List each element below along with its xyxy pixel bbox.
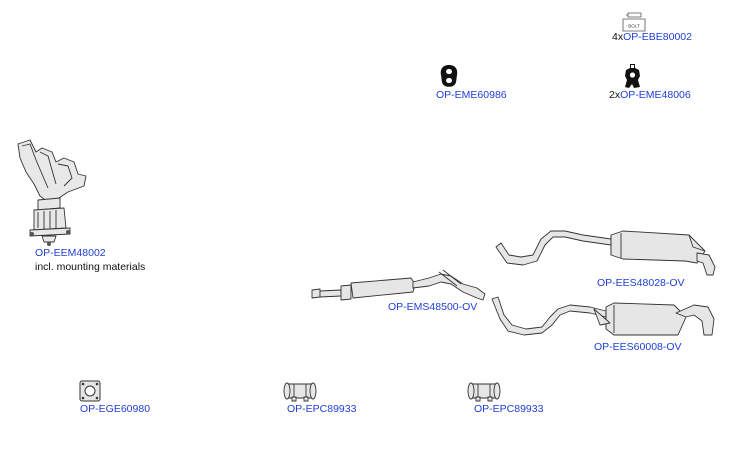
rear-box-2-code-link[interactable]: OP-EES60008-OV <box>594 341 682 353</box>
hanger-a-code-link[interactable]: OP-EME60986 <box>436 89 507 101</box>
bolt-qty: 4x <box>612 31 624 43</box>
bolt-label: 4xOP-EBE80002 <box>612 31 692 43</box>
clamp-1-code-link[interactable]: OP-EPC89933 <box>287 403 357 415</box>
hanger-b-label: 2xOP-EME48006 <box>609 89 691 101</box>
pipe-clamp-icon[interactable] <box>466 380 502 402</box>
hanger-b-qty: 2x <box>609 89 621 101</box>
clamp-2-label: OP-EPC89933 <box>474 403 543 415</box>
rubber-hanger-icon[interactable] <box>624 63 641 89</box>
bolt-icon[interactable]: BOLT <box>622 11 646 33</box>
pipe-clamp-icon[interactable] <box>282 380 318 402</box>
rear-silencer-icon[interactable] <box>493 225 718 277</box>
gasket-icon[interactable] <box>79 380 101 402</box>
middle-pipe-label: OP-EMS48500-OV <box>388 301 477 313</box>
gasket-label: OP-EGE60980 <box>80 403 150 415</box>
bolt-icon-text: BOLT <box>628 24 640 29</box>
middle-silencer-icon[interactable] <box>311 268 491 304</box>
bolt-code-link[interactable]: OP-EBE80002 <box>623 31 692 43</box>
rear-box-1-label: OP-EES48028-OV <box>597 277 685 289</box>
hanger-a-label: OP-EME60986 <box>436 89 507 101</box>
manifold-code-link[interactable]: OP-EEM48002 <box>35 247 106 259</box>
clamp-2-code-link[interactable]: OP-EPC89933 <box>474 403 544 415</box>
rear-box-2-label: OP-EES60008-OV <box>594 341 682 353</box>
manifold-label: OP-EEM48002 <box>35 247 106 259</box>
rubber-hanger-icon[interactable] <box>439 64 459 88</box>
rear-box-1-code-link[interactable]: OP-EES48028-OV <box>597 277 685 289</box>
rear-silencer-icon[interactable] <box>490 295 720 347</box>
gasket-code-link[interactable]: OP-EGE60980 <box>80 403 151 415</box>
middle-pipe-code-link[interactable]: OP-EMS48500-OV <box>388 301 478 313</box>
clamp-1-label: OP-EPC89933 <box>287 403 356 415</box>
manifold-note: incl. mounting materials <box>35 261 146 273</box>
exhaust-manifold-icon[interactable] <box>12 138 90 246</box>
hanger-b-code-link[interactable]: OP-EME48006 <box>620 89 691 101</box>
